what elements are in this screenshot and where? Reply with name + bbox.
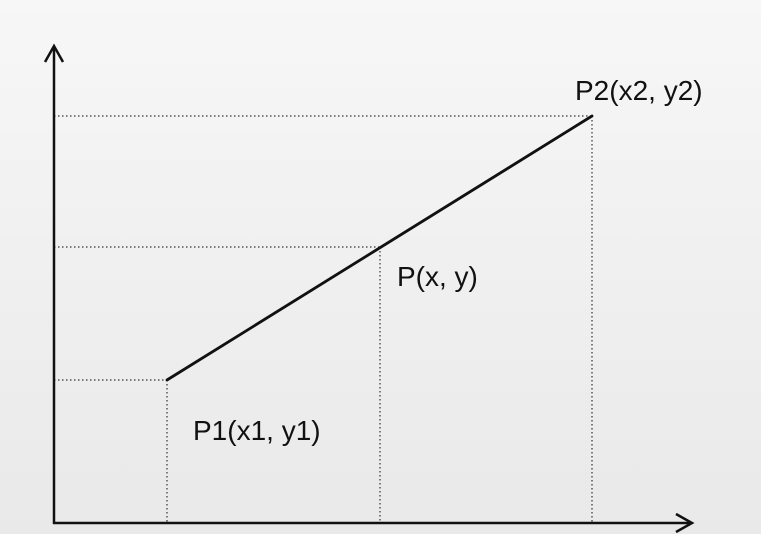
point-p2-label: P2(x2, y2) xyxy=(575,75,703,106)
interpolation-line xyxy=(165,114,594,382)
point-p-label: P(x, y) xyxy=(397,261,478,292)
point-p1-label: P1(x1, y1) xyxy=(193,415,321,446)
x-axis-arrowhead xyxy=(675,512,695,534)
y-axis-arrowhead xyxy=(43,43,65,63)
